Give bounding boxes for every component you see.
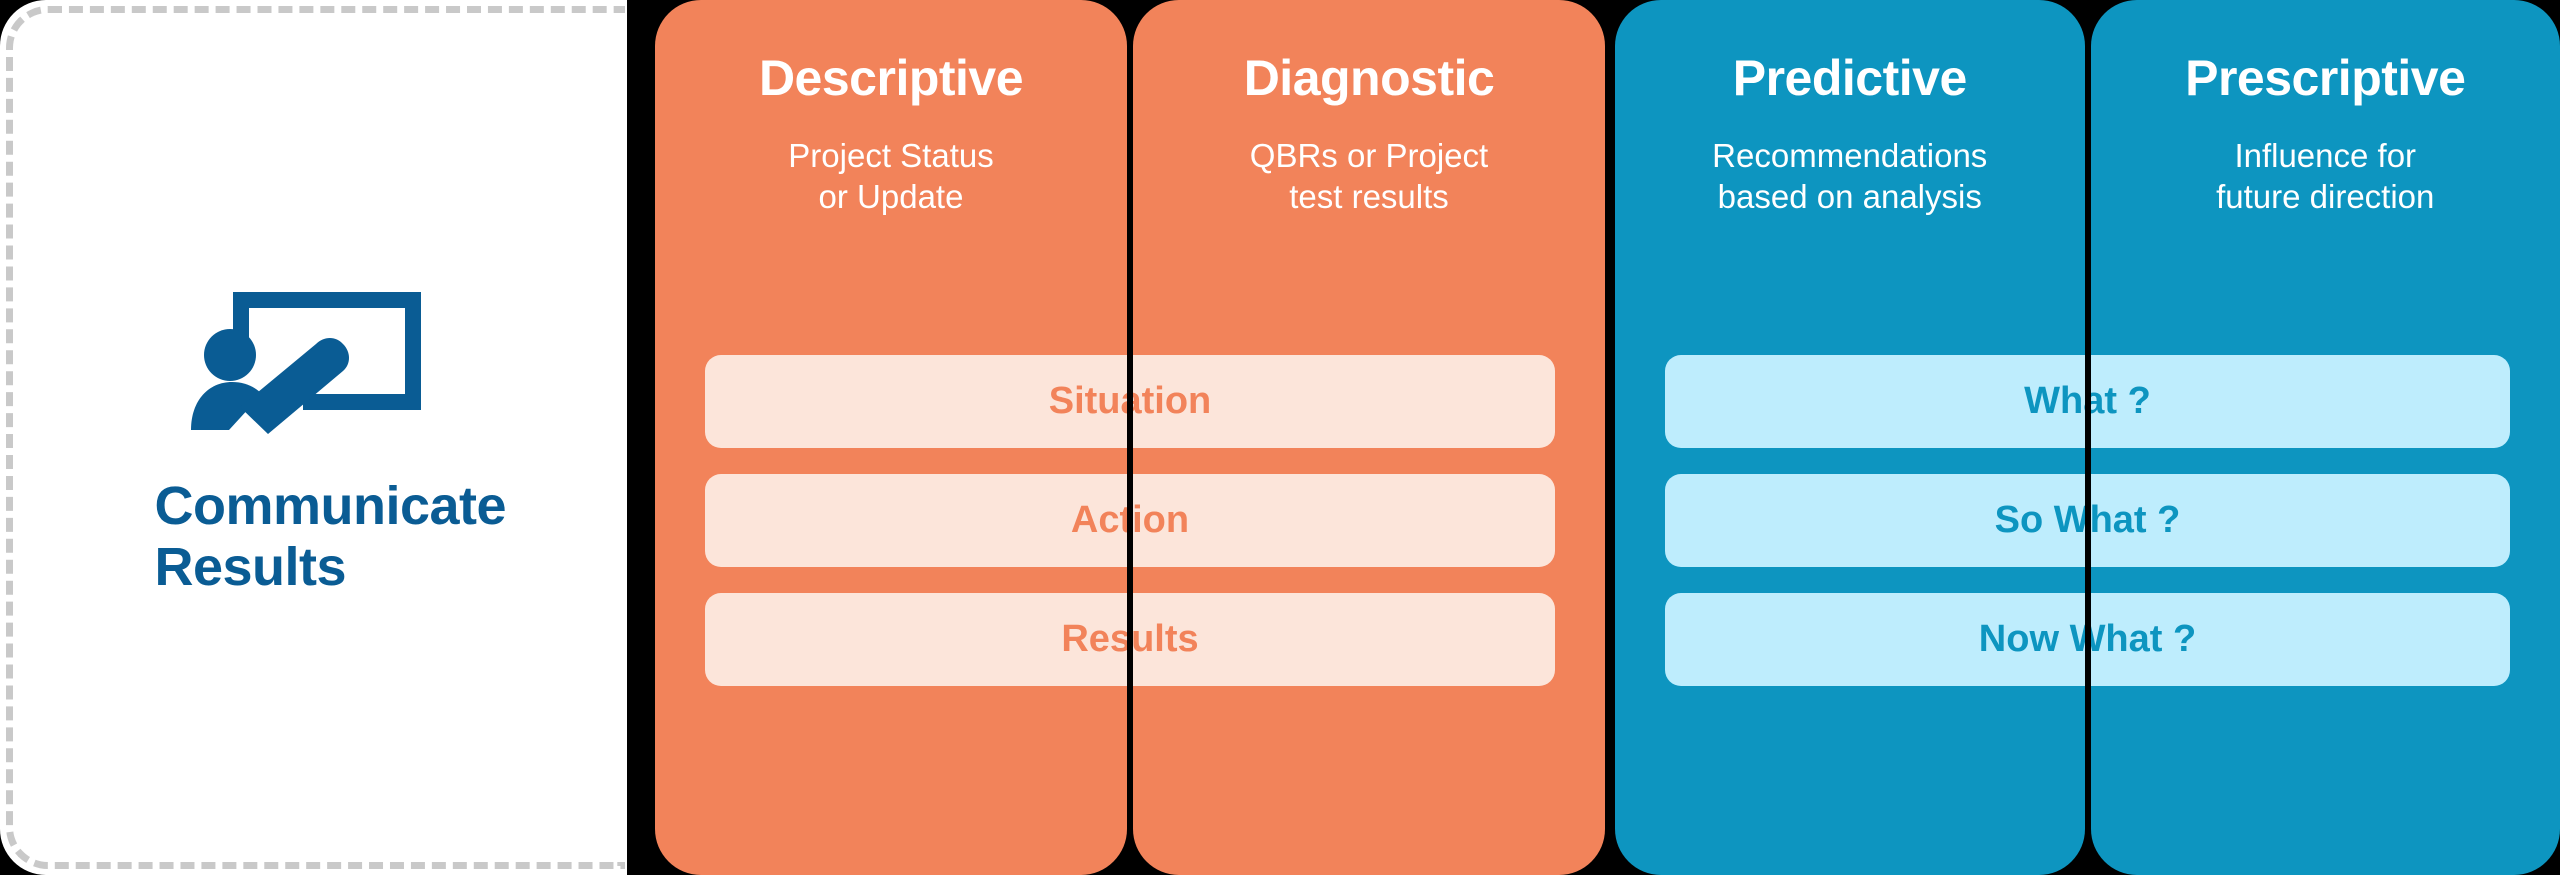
column-subtitle-descriptive-line-2: or Update: [818, 177, 964, 215]
column-subtitle-diagnostic-line-1: QBRs or Project: [1249, 136, 1489, 174]
column-title-diagnostic: Diagnostic: [1243, 50, 1495, 106]
page-title-line-2: Results: [154, 536, 347, 597]
column-title-descriptive: Descriptive: [758, 50, 1024, 106]
column-subtitle-prescriptive-line-2: future direction: [2216, 177, 2435, 215]
column-divider-orange: [1127, 0, 1133, 875]
column-subtitle-descriptive: Project Status or Update: [655, 135, 1127, 218]
page-title-line-1: Communicate: [154, 476, 507, 537]
column-subtitle-predictive: Recommendations based on analysis: [1615, 135, 2085, 218]
column-subtitle-diagnostic-line-2: test results: [1289, 177, 1449, 215]
column-subtitle-predictive-line-2: based on analysis: [1717, 177, 1982, 215]
column-divider-blue: [2085, 0, 2091, 875]
page-title: Communicate Results: [154, 476, 507, 597]
column-subtitle-diagnostic: QBRs or Project test results: [1133, 135, 1605, 218]
column-subtitle-predictive-line-1: Recommendations: [1712, 136, 1988, 174]
column-subtitle-descriptive-line-1: Project Status: [788, 136, 994, 174]
column-subtitle-prescriptive-line-1: Influence for: [2234, 136, 2417, 174]
presenter-whiteboard-icon: [190, 292, 421, 435]
column-title-prescriptive: Prescriptive: [2185, 50, 2466, 106]
column-title-predictive: Predictive: [1732, 50, 1968, 106]
column-subtitle-prescriptive: Influence for future direction: [2091, 135, 2560, 218]
left-card-content: Communicate Results: [0, 288, 618, 597]
communicate-results-card: Communicate Results: [0, 0, 627, 875]
